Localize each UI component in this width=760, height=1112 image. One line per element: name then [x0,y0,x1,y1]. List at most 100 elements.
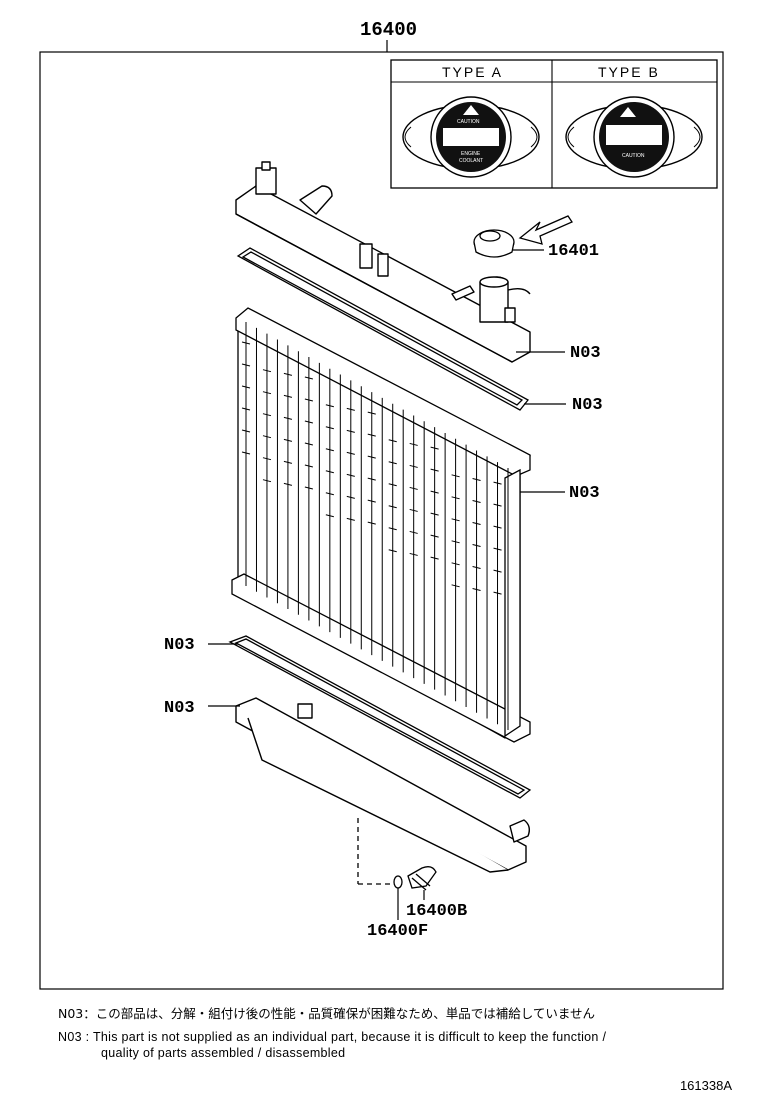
core-fin-mark [388,461,397,465]
core-fin-mark [241,451,251,455]
cap-pointer-arrow [518,215,573,245]
lower-tank[interactable] [235,697,531,873]
core-fin-mark [325,514,334,518]
lower-gasket[interactable] [228,635,532,799]
core-fin-mark [451,518,460,522]
upper-tank[interactable] [235,161,531,363]
cap-type-inset: TYPE A TYPE B CAUTION ENGINE COOLANT CAU… [390,59,718,189]
cap-type-b-icon[interactable]: CAUTION [565,96,703,178]
core-fin-mark [451,540,460,544]
callout-n03-core[interactable]: N03 [569,484,600,503]
core-fin-mark [346,473,355,477]
core-fin-mark [325,426,334,430]
core-fin-mark [283,460,293,464]
illustration-code: 161338A [679,1078,732,1093]
core-fin-mark [325,492,334,496]
radiator-core[interactable] [231,307,531,743]
type-b-label: TYPE B [598,64,660,80]
core-fin-mark [283,394,293,398]
svg-text:CAUTION: CAUTION [622,153,645,159]
callout-n03-upper-tank[interactable]: N03 [570,344,601,363]
core-fin-mark [346,495,355,499]
callout-n03-lower-gasket[interactable]: N03 [164,636,195,655]
core-fin-mark [493,569,502,573]
core-fin-mark [409,530,418,534]
callout-16400b[interactable]: 16400B [406,902,467,921]
svg-text:ENGINE: ENGINE [461,151,481,157]
diagram-frame [39,51,724,990]
core-fin-mark [493,547,502,551]
upper-gasket[interactable] [236,247,529,411]
core-fin-mark [430,490,439,494]
core-fin-mark [283,482,293,486]
core-fin-mark [325,404,334,408]
core-fin-mark [409,442,418,446]
radiator-cap-16401[interactable] [473,229,515,258]
core-fin-mark [346,407,355,411]
note-japanese: N03：この部品は、分解・組付け後の性能・品質確保が困難なため、単品では補給して… [58,1006,595,1022]
core-fin-mark [409,486,418,490]
core-fin-mark [262,413,272,417]
core-fin-mark [430,468,439,472]
core-fin-mark [304,442,314,446]
core-fin-mark [430,534,439,538]
core-fin-mark [430,512,439,516]
note-jp-code: N03 [58,1006,84,1021]
type-a-label: TYPE A [442,64,503,80]
core-fin-mark [493,591,502,595]
leader-lines [208,249,566,920]
core-fin-mark [304,398,314,402]
core-fin-mark [409,552,418,556]
core-fin-mark [451,496,460,500]
cap-type-a-icon[interactable]: CAUTION ENGINE COOLANT [402,96,540,178]
callout-16401[interactable]: 16401 [548,242,599,261]
core-fin-mark [262,391,272,395]
core-fin-mark [493,503,502,507]
core-fin-mark [430,446,439,450]
main-part-number[interactable]: 16400 [360,19,417,41]
core-fin-mark [388,483,397,487]
note-en-code: N03 [58,1030,82,1044]
core-fin-mark [409,508,418,512]
core-fin-mark [262,435,272,439]
callout-16400f[interactable]: 16400F [367,922,428,941]
core-fin-mark [283,438,293,442]
core-fin-mark [283,372,293,376]
note-en-text-1: : This part is not supplied as an indivi… [85,1030,607,1044]
core-fin-mark [388,505,397,509]
core-fin-mark [241,385,251,389]
core-fin-mark [472,521,481,525]
core-fin-mark [304,420,314,424]
core-fin-mark [430,556,439,560]
core-fin-mark [304,376,314,380]
core-fin-mark [472,477,481,481]
core-fin-mark [325,470,334,474]
callout-n03-upper-gasket[interactable]: N03 [572,396,603,415]
core-fin-mark [367,499,376,503]
core-fin-mark [367,521,376,525]
svg-text:COOLANT: COOLANT [459,158,483,164]
core-fin-mark [262,369,272,373]
core-fin-mark [388,439,397,443]
core-fin-mark [451,584,460,588]
core-fin-mark [388,549,397,553]
drain-cock-assembly[interactable] [357,818,437,891]
core-fin-mark [346,451,355,455]
core-fin-mark [472,499,481,503]
core-fin-mark [241,429,251,433]
core-fin-mark [472,587,481,591]
core-fin-mark [367,477,376,481]
core-fin-mark [262,457,272,461]
core-fin-mark [346,517,355,521]
note-en-text-2: quality of parts assembled / disassemble… [101,1046,346,1060]
note-english: N03 : This part is not supplied as an in… [58,1029,606,1061]
core-fin-mark [241,341,251,345]
core-fin-mark [241,407,251,411]
core-fin-mark [367,411,376,415]
callout-n03-lower-tank[interactable]: N03 [164,699,195,718]
core-fin-mark [346,429,355,433]
core-fin-mark [367,433,376,437]
core-fin-mark [304,464,314,468]
core-fin-mark [283,416,293,420]
